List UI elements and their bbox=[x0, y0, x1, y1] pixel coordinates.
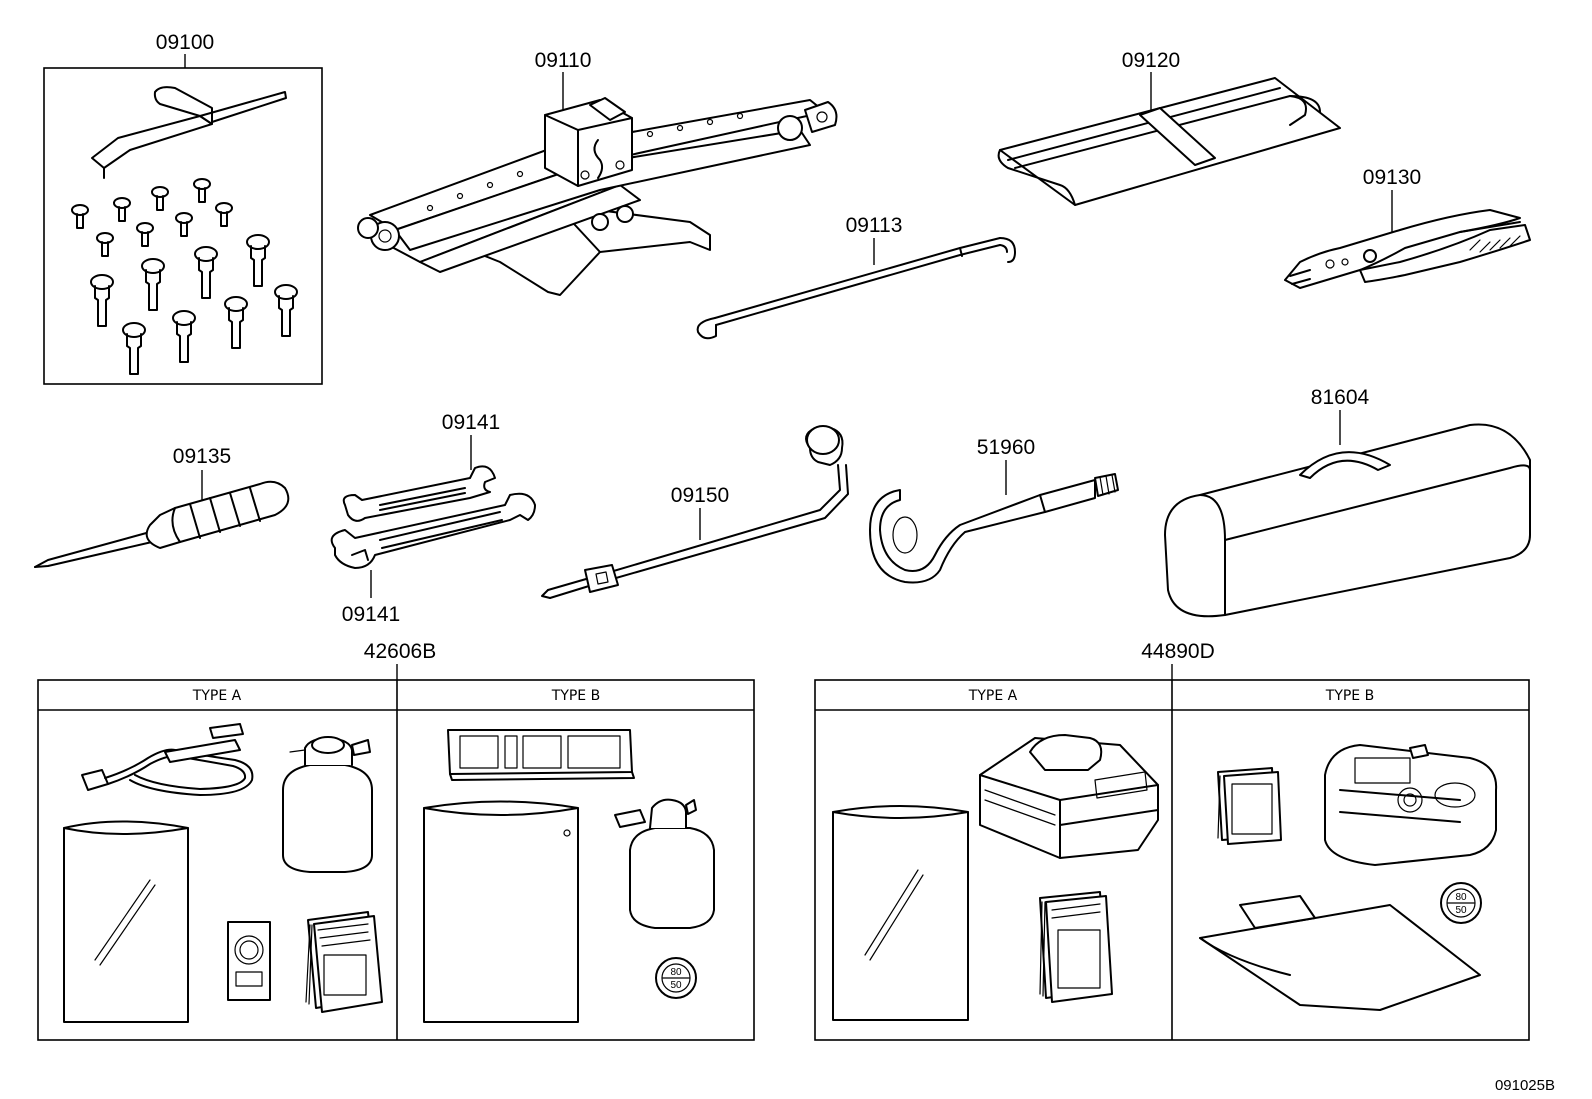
manual-booklet-b-icon bbox=[1039, 891, 1113, 1003]
part-09150-group: 09150 bbox=[541, 425, 849, 599]
diagram-code: 091025B bbox=[1495, 1077, 1555, 1094]
speed-gauge-icon: 80 50 bbox=[655, 957, 697, 999]
pliers-icon bbox=[1284, 209, 1531, 289]
bolt-set-box bbox=[43, 67, 323, 385]
screwdriver-icon bbox=[34, 480, 290, 568]
part-09141-group: 09141 09141 bbox=[330, 411, 536, 626]
scissor-jack-icon bbox=[357, 97, 838, 296]
part-51960-group: 51960 bbox=[869, 436, 1119, 584]
kit-44890D-group: 44890D TYPE A TYPE B bbox=[814, 640, 1530, 1041]
kit-42606B-group: 42606B TYPE A TYPE B bbox=[37, 640, 755, 1041]
speed-gauge-b-icon: 80 50 bbox=[1440, 882, 1482, 924]
part-label-09150[interactable]: 09150 bbox=[671, 484, 729, 507]
part-81604-group: 81604 bbox=[1164, 386, 1531, 618]
part-09100-group: 09100 bbox=[43, 31, 323, 385]
right-type-b-header: TYPE B bbox=[1325, 688, 1374, 704]
small-screws-icon bbox=[71, 178, 233, 257]
part-label-09113[interactable]: 09113 bbox=[846, 214, 903, 237]
manual-booklet-c-icon bbox=[1217, 767, 1282, 845]
air-compressor-icon bbox=[979, 734, 1159, 859]
plastic-bag-d-icon bbox=[1199, 895, 1481, 1011]
part-label-44890D[interactable]: 44890D bbox=[1141, 640, 1215, 663]
gauge-top-value: 80 bbox=[670, 967, 682, 978]
sealant-bottle-icon bbox=[282, 736, 373, 873]
left-type-b-header: TYPE B bbox=[551, 688, 600, 704]
lug-wrench-icon bbox=[541, 425, 849, 599]
spare-tire-tool-icon bbox=[869, 473, 1119, 584]
part-label-51960[interactable]: 51960 bbox=[977, 436, 1035, 459]
right-type-a-header: TYPE A bbox=[968, 688, 1018, 704]
part-09110-group: 09110 bbox=[357, 49, 838, 296]
plastic-bag-c-icon bbox=[832, 805, 969, 1021]
sticker-sheet-icon bbox=[447, 729, 635, 781]
manual-booklet-icon bbox=[305, 911, 383, 1013]
part-label-81604[interactable]: 81604 bbox=[1311, 386, 1370, 409]
gauge-bottom-value: 50 bbox=[670, 980, 682, 991]
air-compressor-b-icon bbox=[1324, 744, 1498, 866]
part-label-42606B[interactable]: 42606B bbox=[364, 640, 436, 663]
part-09113-group: 09113 bbox=[696, 214, 1016, 340]
plastic-bag-icon bbox=[63, 820, 189, 1023]
part-09135-group: 09135 bbox=[34, 445, 290, 568]
gauge-b-bottom-value: 50 bbox=[1455, 905, 1467, 916]
jack-handle-icon bbox=[696, 237, 1016, 340]
part-label-09141-top[interactable]: 09141 bbox=[442, 411, 500, 434]
kit-42606B-frame bbox=[37, 679, 755, 1041]
inflator-hose-icon bbox=[81, 723, 254, 796]
part-label-09110[interactable]: 09110 bbox=[535, 49, 592, 72]
lug-bolts-icon bbox=[90, 234, 298, 375]
wrench-large-icon bbox=[330, 492, 536, 569]
part-label-09100[interactable]: 09100 bbox=[156, 31, 214, 54]
part-09130-group: 09130 bbox=[1284, 166, 1531, 289]
part-label-09120[interactable]: 09120 bbox=[1122, 49, 1180, 72]
tool-bag-icon bbox=[997, 77, 1341, 206]
warning-label-icon bbox=[227, 921, 271, 1001]
part-09120-group: 09120 bbox=[997, 49, 1341, 206]
plastic-bag-b-icon bbox=[423, 800, 579, 1023]
part-label-09135[interactable]: 09135 bbox=[173, 445, 231, 468]
lock-key-icon bbox=[91, 86, 287, 179]
part-label-09130[interactable]: 09130 bbox=[1363, 166, 1421, 189]
part-label-09141-bottom[interactable]: 09141 bbox=[342, 603, 400, 626]
sealant-bottle-b-icon bbox=[614, 798, 715, 929]
left-type-a-header: TYPE A bbox=[192, 688, 242, 704]
wrench-small-icon bbox=[342, 465, 496, 522]
gauge-b-top-value: 80 bbox=[1455, 892, 1467, 903]
tool-case-icon bbox=[1164, 423, 1531, 618]
